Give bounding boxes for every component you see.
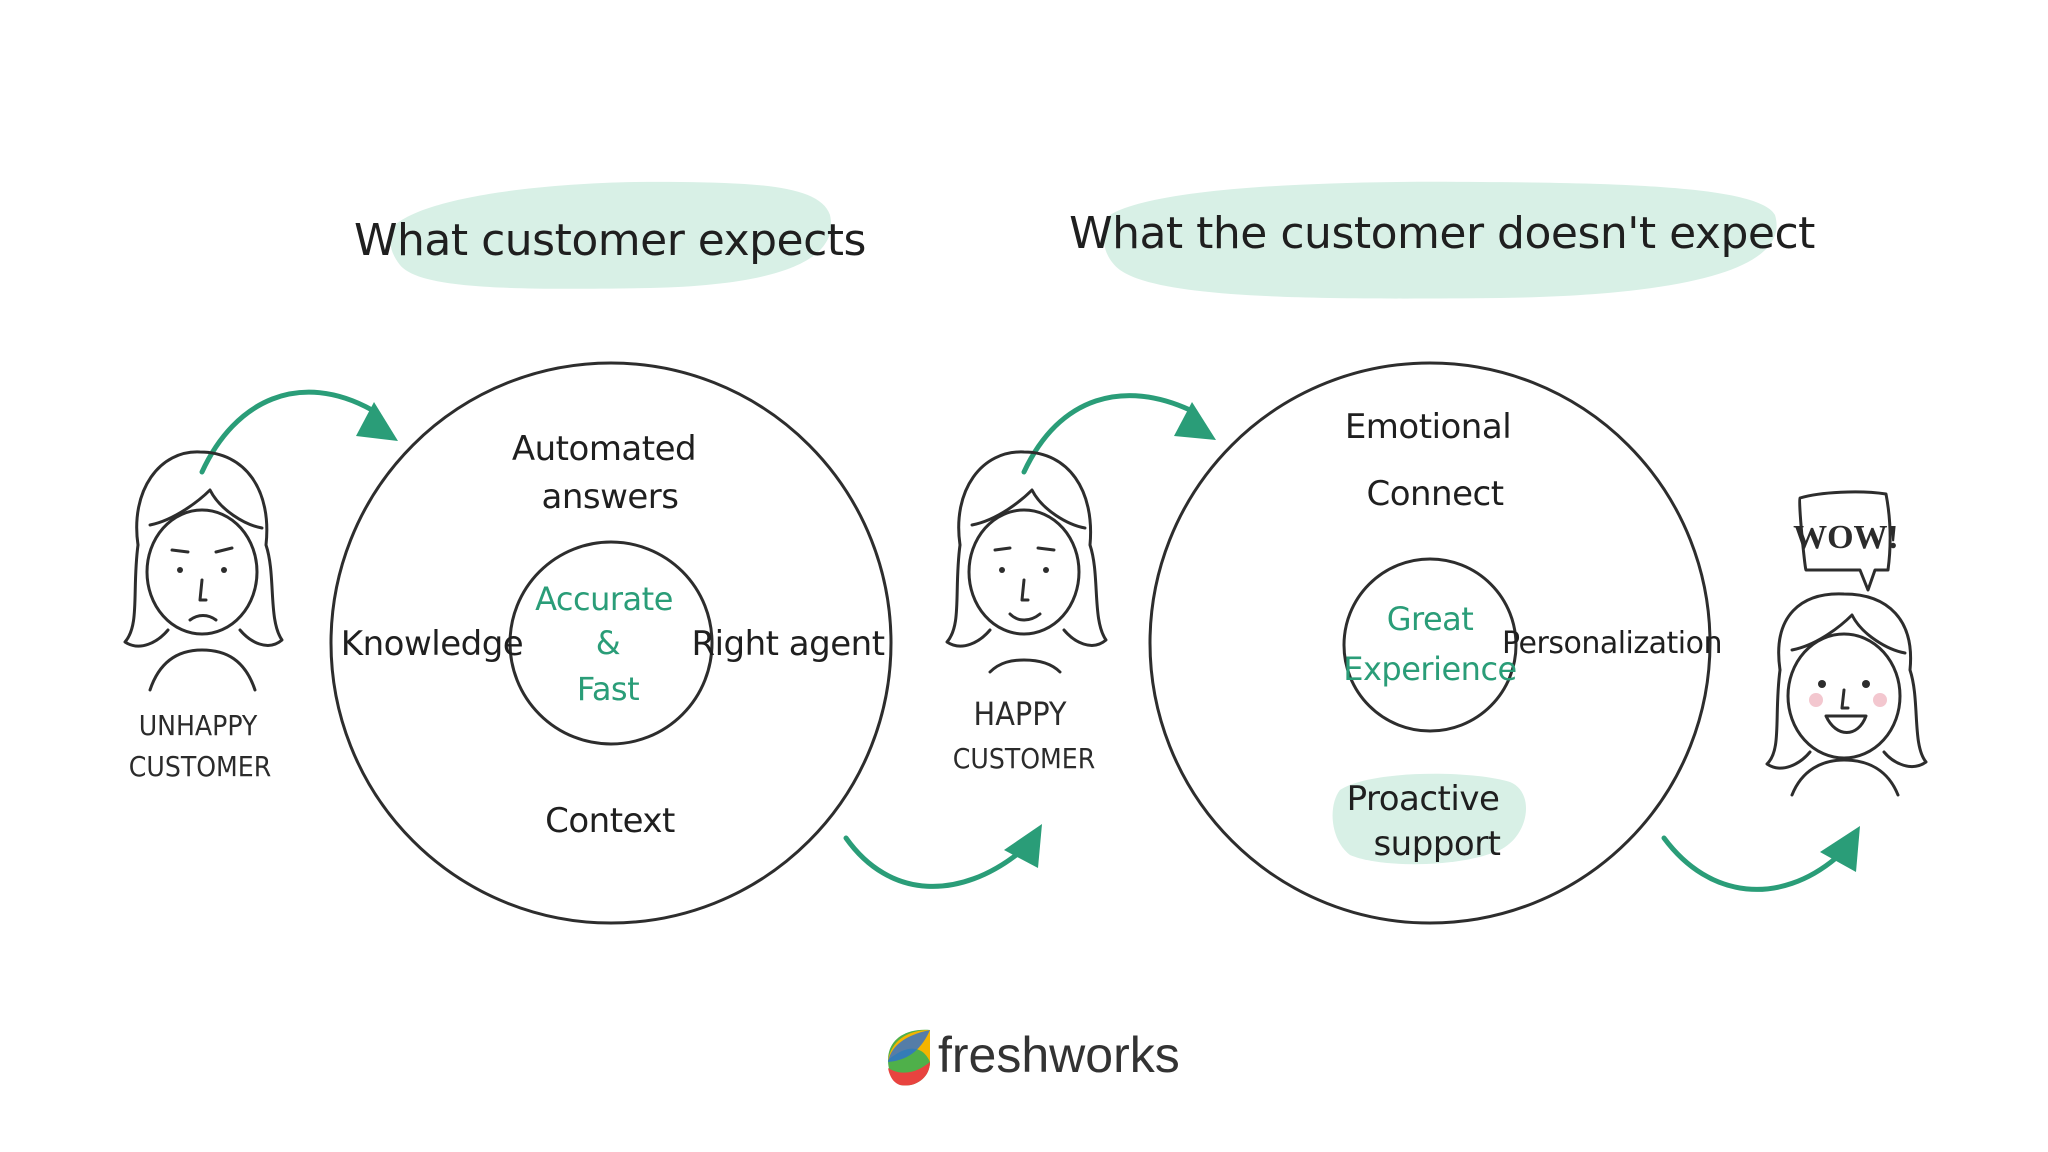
personalization-label: Personalization [1502, 626, 1722, 661]
right-outer-circle [1148, 361, 1712, 925]
arrow-left-circle-to-happy [843, 824, 1042, 889]
left-heading: What customer expects [354, 215, 866, 266]
arrow-unhappy-to-left-circle [199, 389, 398, 475]
great-label: Great [1387, 600, 1474, 638]
wow-customer-icon [1765, 592, 1928, 797]
arrow-happy-to-right-circle [1021, 393, 1216, 475]
answers-label: answers [541, 477, 678, 517]
happy-caption-line1: HAPPY [974, 695, 1067, 733]
right-heading-highlight [1103, 181, 1777, 299]
wow-text: WOW! [1793, 519, 1899, 556]
left-heading-highlight [390, 181, 832, 289]
experience-label: Experience [1343, 650, 1516, 688]
arrow-right-circle-to-wow [1661, 826, 1860, 892]
unhappy-caption-line2: CUSTOMER [129, 750, 271, 783]
context-label: Context [545, 801, 675, 841]
freshworks-logo-icon [888, 1029, 930, 1086]
unhappy-caption-line1: UNHAPPY [139, 709, 258, 742]
support-label: support [1373, 824, 1500, 864]
connect-label: Connect [1366, 474, 1503, 514]
emotional-label: Emotional [1345, 407, 1511, 447]
ampersand-label: & [596, 624, 620, 662]
knowledge-label: Knowledge [341, 624, 523, 664]
left-outer-circle [329, 361, 893, 925]
freshworks-wordmark: freshworks [938, 1027, 1180, 1083]
proactive-label: Proactive [1347, 779, 1500, 819]
happy-caption-line2: CUSTOMER [953, 742, 1095, 775]
right-heading: What the customer doesn't expect [1069, 208, 1815, 259]
unhappy-customer-icon [123, 450, 284, 692]
right-inner-circle [1342, 557, 1518, 733]
accurate-label: Accurate [535, 580, 673, 618]
happy-customer-icon [945, 450, 1108, 674]
automated-label: Automated [512, 429, 696, 469]
wow-speech-bubble [1798, 490, 1892, 592]
right-agent-label: Right agent [691, 624, 884, 664]
left-inner-circle [508, 540, 714, 746]
fast-label: Fast [577, 670, 639, 708]
proactive-highlight [1332, 773, 1527, 865]
